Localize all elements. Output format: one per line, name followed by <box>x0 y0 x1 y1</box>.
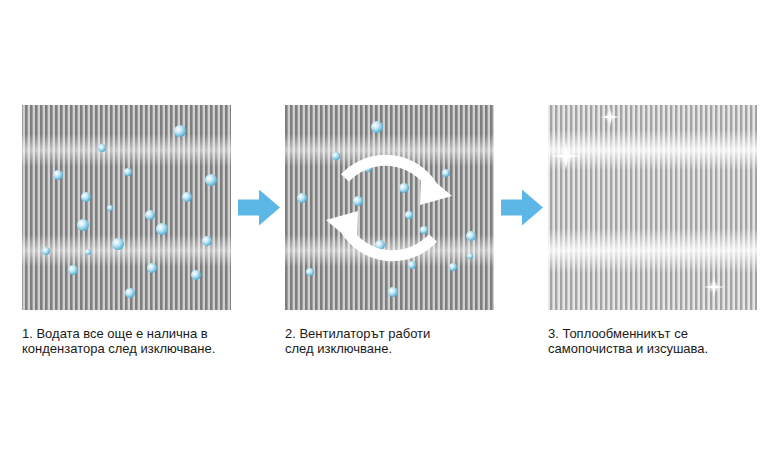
sparkle <box>552 142 580 170</box>
rotation-arrows <box>326 160 452 255</box>
process-step: 1. Водата все още е налична в кондензато… <box>22 105 237 360</box>
water-drop <box>202 236 212 246</box>
step-caption: 3. Топлообменникът се самопочиства и изс… <box>548 326 723 356</box>
water-drops <box>42 121 476 298</box>
water-drop <box>85 249 91 255</box>
process-step: 2. Вентилаторът работи след изключване. <box>285 105 500 360</box>
water-drop <box>174 125 186 137</box>
water-drop <box>77 219 89 231</box>
water-drop <box>371 121 383 133</box>
water-drop <box>442 169 450 177</box>
water-drop <box>81 192 91 202</box>
water-drop <box>420 226 428 234</box>
panel-wet <box>22 105 231 310</box>
panel-dry <box>548 105 757 310</box>
water-drop <box>98 144 106 152</box>
water-drop <box>332 152 340 160</box>
step-caption: 2. Вентилаторът работи след изключване. <box>285 326 450 356</box>
water-drop <box>147 263 157 273</box>
water-drop <box>205 174 217 186</box>
panel-fan <box>285 105 494 310</box>
water-drop <box>125 288 135 298</box>
water-drop <box>53 170 63 180</box>
water-drop <box>145 210 155 220</box>
water-drop <box>306 268 314 276</box>
flow-arrow <box>238 200 261 216</box>
water-drop <box>124 168 132 176</box>
water-drop <box>297 193 307 203</box>
water-drop <box>112 238 124 250</box>
water-drop <box>466 231 476 241</box>
water-drop <box>68 265 78 275</box>
water-drop <box>191 270 201 280</box>
water-drop <box>399 183 409 193</box>
water-drop <box>107 205 113 211</box>
step-caption: 1. Водата все още е налична в кондензато… <box>22 326 237 356</box>
water-drop <box>467 253 473 259</box>
flow-arrow <box>501 200 524 216</box>
sparkle <box>600 107 620 127</box>
water-drop <box>449 263 457 271</box>
water-drop <box>405 211 413 219</box>
sparkle <box>703 276 725 298</box>
water-drop <box>156 223 168 235</box>
sparkles <box>552 107 725 298</box>
water-drop <box>42 247 50 255</box>
water-drop <box>182 192 192 202</box>
water-drop <box>388 287 398 297</box>
water-drop <box>408 261 416 269</box>
process-step: 3. Топлообменникът се самопочиства и изс… <box>548 105 763 360</box>
water-drop <box>353 196 363 206</box>
